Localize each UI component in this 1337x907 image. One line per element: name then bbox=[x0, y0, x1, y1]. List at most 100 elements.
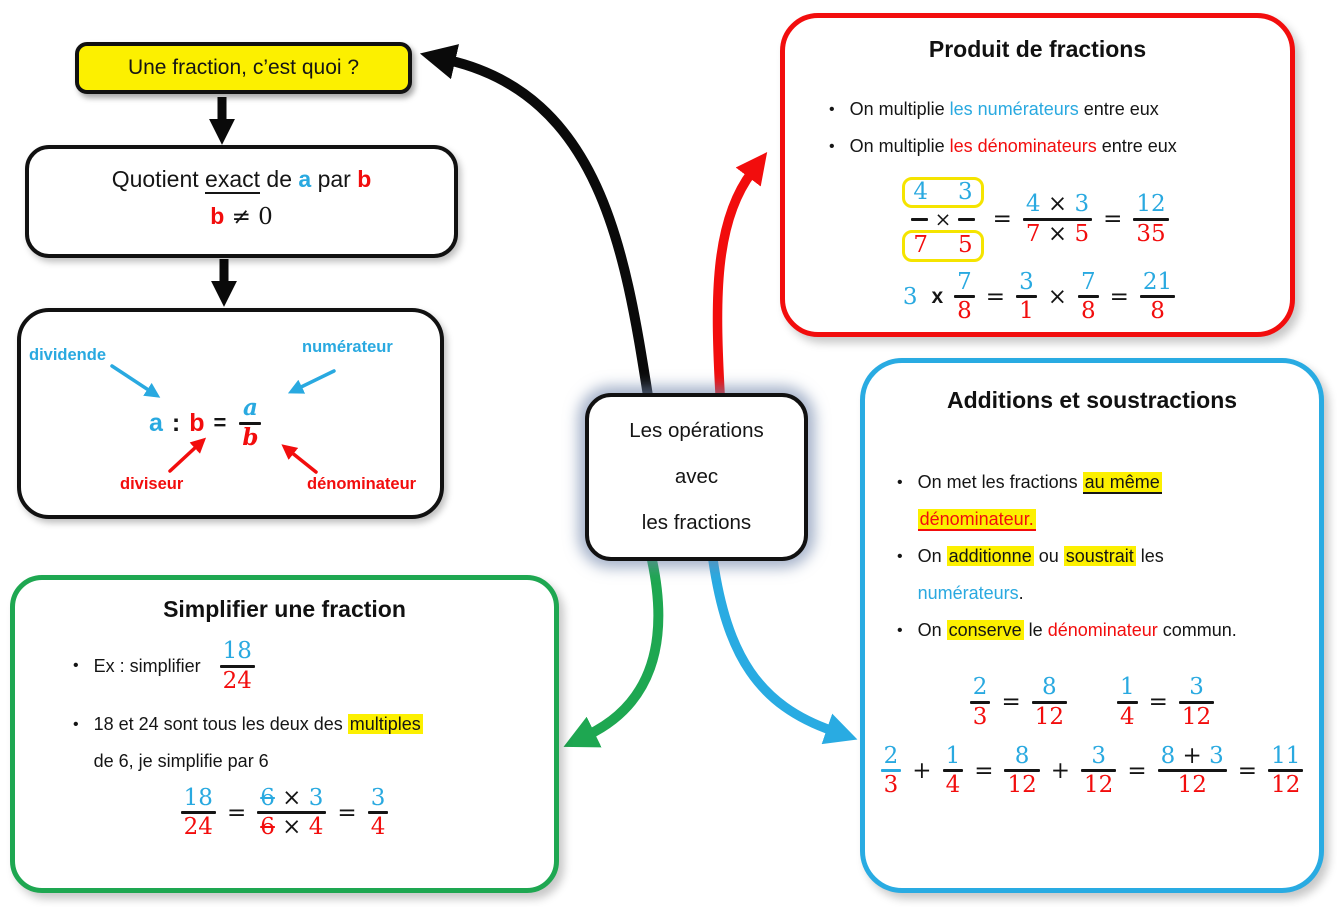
text-segment: On met les fractions bbox=[917, 472, 1083, 492]
text-segment: additionne bbox=[946, 546, 1034, 566]
text-segment: 8 bbox=[1014, 742, 1030, 769]
fraction-numerator: 6 × 3 bbox=[257, 784, 326, 811]
fraction-bar bbox=[1139, 295, 1176, 299]
fraction-numerator: 3 bbox=[1088, 743, 1109, 769]
fraction-numerator: 11 bbox=[1268, 743, 1303, 769]
node-une-fraction: Une fraction, c’est quoi ? bbox=[75, 42, 412, 94]
text-segment: au même bbox=[1082, 472, 1162, 494]
formula-b: b bbox=[189, 408, 205, 437]
text-segment: 12 bbox=[1136, 190, 1166, 217]
math-operator: = bbox=[1148, 689, 1168, 716]
bullet-dot: • bbox=[73, 657, 79, 675]
text-segment: 4 bbox=[945, 772, 961, 799]
text-segment: ou bbox=[1033, 546, 1064, 566]
arrow-center-to-addsub bbox=[708, 555, 858, 745]
text-segment: 24 bbox=[183, 814, 213, 841]
fraction-bar bbox=[1081, 769, 1117, 773]
text-segment: 35 bbox=[1136, 220, 1166, 247]
formula-equals: = bbox=[213, 410, 227, 435]
central-line1: Les opérations bbox=[629, 419, 764, 442]
text-segment: multiples bbox=[347, 713, 423, 734]
fraction-denominator: 6 × 4 bbox=[257, 815, 326, 840]
math-operator: + bbox=[1050, 757, 1071, 784]
fraction-numerator: 1 bbox=[1117, 675, 1138, 700]
text-segment: 3 bbox=[1074, 190, 1090, 217]
list-item: • 18 et 24 sont tous les deux des multip… bbox=[15, 706, 554, 780]
math-operator: = bbox=[1127, 757, 1147, 784]
node-une-fraction-label: Une fraction, c’est quoi ? bbox=[127, 56, 360, 79]
text-segment: commun. bbox=[1157, 620, 1237, 640]
fraction-denominator: 8 bbox=[1147, 299, 1168, 324]
fraction-denominator: 12 bbox=[1175, 773, 1210, 798]
arrow-center-to-intro bbox=[419, 44, 653, 401]
fraction: 8 + 3 12 bbox=[1157, 742, 1227, 799]
text-segment: dénominateur. bbox=[917, 509, 1036, 531]
text-segment: 8 bbox=[1150, 298, 1165, 325]
fraction-numerator: 2 bbox=[881, 743, 902, 769]
denominator-value: 5 bbox=[957, 232, 973, 259]
text-segment: 1 bbox=[1019, 298, 1034, 325]
text-segment: b bbox=[210, 203, 225, 229]
bullet-text: Ex : simplifier bbox=[93, 655, 201, 676]
fraction-denominator: 12 bbox=[1004, 773, 1039, 798]
fraction-numerator: 3 bbox=[1186, 675, 1207, 700]
fraction-denominator: 4 bbox=[943, 773, 964, 798]
fraction-denominator: 35 bbox=[1133, 220, 1168, 247]
fraction-bar bbox=[954, 295, 975, 299]
central-line2: avec bbox=[674, 465, 719, 488]
math-operator: = bbox=[1103, 206, 1123, 233]
text-segment: 3 bbox=[1209, 742, 1224, 769]
text-segment: . bbox=[1018, 583, 1024, 603]
fraction-bar bbox=[958, 217, 976, 221]
fraction-numerator: 3 bbox=[368, 785, 389, 811]
text-segment: 12 bbox=[1271, 772, 1301, 799]
fraction-bar bbox=[1016, 295, 1037, 299]
fraction-numerator: 7 bbox=[1078, 269, 1099, 295]
text-segment: 3 bbox=[308, 784, 324, 811]
text-segment: b bbox=[357, 166, 372, 192]
list-item: • On multiplie les numérateurs entre eux bbox=[829, 91, 1276, 128]
bullet-text: On met les fractions au même dénominateur… bbox=[917, 464, 1162, 538]
text-segment: b bbox=[242, 423, 259, 451]
list-item: • On conserve le dénominateur commun. bbox=[897, 612, 1305, 649]
fraction-bar bbox=[942, 769, 964, 773]
text-segment: × bbox=[274, 784, 309, 811]
bullet-text: On conserve le dénominateur commun. bbox=[918, 612, 1237, 649]
fraction-numerator: 8 + 3 bbox=[1158, 742, 1227, 769]
text-segment: 5 bbox=[1074, 220, 1090, 247]
text-segment: de 6, je simplifie par 6 bbox=[93, 750, 269, 771]
text-segment: On multiplie bbox=[849, 99, 950, 119]
arrow-center-to-product bbox=[712, 152, 768, 398]
text-segment: Quotient bbox=[111, 166, 206, 192]
text-segment: On bbox=[917, 620, 947, 640]
text-segment: 21 bbox=[1142, 268, 1173, 295]
fraction-bar bbox=[910, 217, 928, 221]
math-operator: 3 bbox=[902, 283, 918, 310]
bullet-dot: • bbox=[897, 474, 903, 491]
text-segment: soustrait bbox=[1063, 546, 1136, 566]
text-segment: 12 bbox=[1177, 772, 1207, 799]
text-segment: × bbox=[274, 814, 309, 841]
math-operator: + bbox=[912, 757, 932, 784]
arrow-center-to-simplify bbox=[563, 555, 664, 748]
fraction-numerator: 2 bbox=[970, 675, 991, 700]
fraction-numerator: 8 bbox=[1012, 742, 1033, 769]
fraction-bar bbox=[180, 811, 216, 815]
math-operator: = bbox=[226, 799, 247, 826]
text-segment: 3 bbox=[883, 772, 899, 799]
fraction-denominator: 4 bbox=[1117, 704, 1138, 730]
fraction-denominator: 3 bbox=[881, 773, 902, 798]
formula-a: a bbox=[149, 408, 163, 437]
fraction-denominator: 8 bbox=[1078, 299, 1099, 324]
fraction-denominator: 12 bbox=[1081, 773, 1116, 798]
fraction-bar bbox=[969, 700, 991, 704]
